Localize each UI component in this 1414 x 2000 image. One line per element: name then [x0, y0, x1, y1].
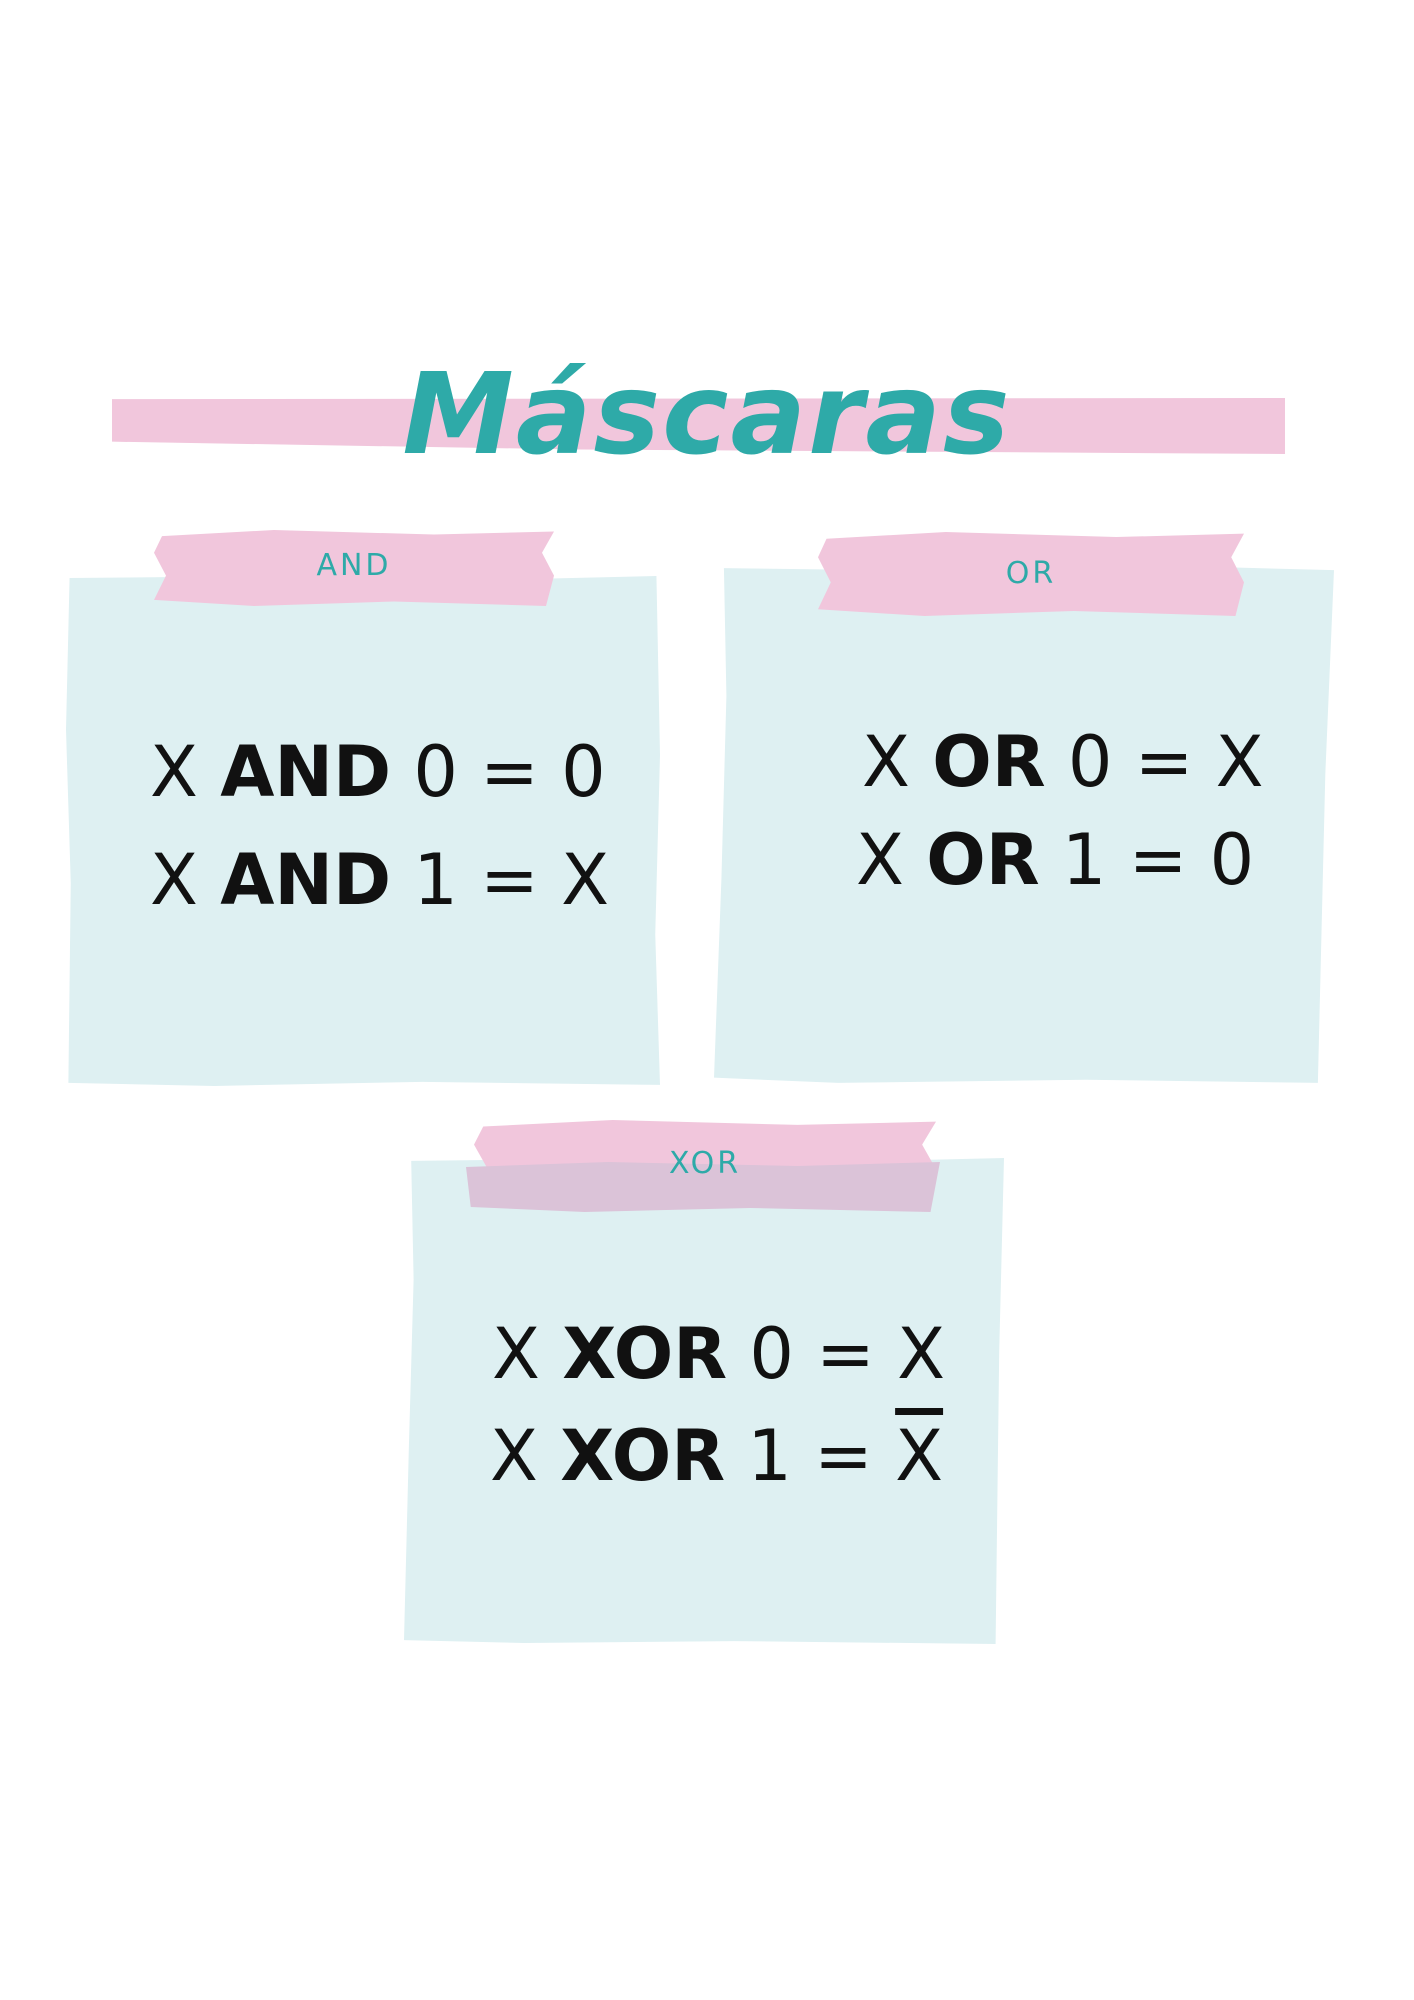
- or-rule-1: X OR 0 = X: [862, 712, 1264, 812]
- xor-tape-shadow: [466, 1162, 940, 1212]
- or-rule-1-result: 0 = X: [1067, 721, 1264, 803]
- and-rule-1: X AND 0 = 0: [150, 722, 606, 822]
- xor-rule-1: X XOR 0 = X: [492, 1304, 945, 1404]
- or-rule-2-operand: X: [856, 819, 904, 901]
- or-rule-2: X OR 1 = 0: [856, 810, 1254, 910]
- or-rule-2-result: 1 = 0: [1061, 819, 1255, 901]
- or-rule-1-operator: OR: [932, 721, 1046, 803]
- xor-rule-1-operand: X: [492, 1313, 540, 1395]
- or-tape: [818, 532, 1244, 616]
- or-card: [714, 566, 1334, 1083]
- and-rule-1-result: 0 = 0: [413, 731, 606, 813]
- and-rule-2-operand: X: [150, 839, 198, 921]
- and-card-label: AND: [316, 548, 392, 583]
- or-card-label: OR: [1005, 556, 1057, 591]
- and-rule-2-result: 1 = X: [413, 839, 610, 921]
- and-rule-1-operator: AND: [220, 731, 392, 813]
- and-tape: [154, 530, 554, 606]
- title-highlight-band: [112, 398, 1285, 454]
- and-rule-2: X AND 1 = X: [150, 830, 609, 930]
- xor-rule-2: X XOR 1 = X: [490, 1406, 943, 1506]
- or-rule-1-operand: X: [862, 721, 910, 803]
- or-rule-2-operator: OR: [926, 819, 1040, 901]
- and-card: [66, 576, 660, 1086]
- page-title: Máscaras: [402, 350, 1012, 480]
- xor-card: [404, 1158, 1004, 1644]
- xor-rule-2-operator: XOR: [560, 1415, 726, 1497]
- xor-card-label: XOR: [668, 1146, 742, 1181]
- xor-rule-1-result: 0 = X: [749, 1313, 946, 1395]
- xor-rule-2-equals: 1 =: [747, 1415, 873, 1497]
- and-rule-2-operator: AND: [220, 839, 392, 921]
- and-rule-1-operand: X: [150, 731, 198, 813]
- xor-rule-2-negated-result: X: [895, 1415, 944, 1497]
- xor-rule-2-operand: X: [490, 1415, 538, 1497]
- xor-rule-1-operator: XOR: [562, 1313, 728, 1395]
